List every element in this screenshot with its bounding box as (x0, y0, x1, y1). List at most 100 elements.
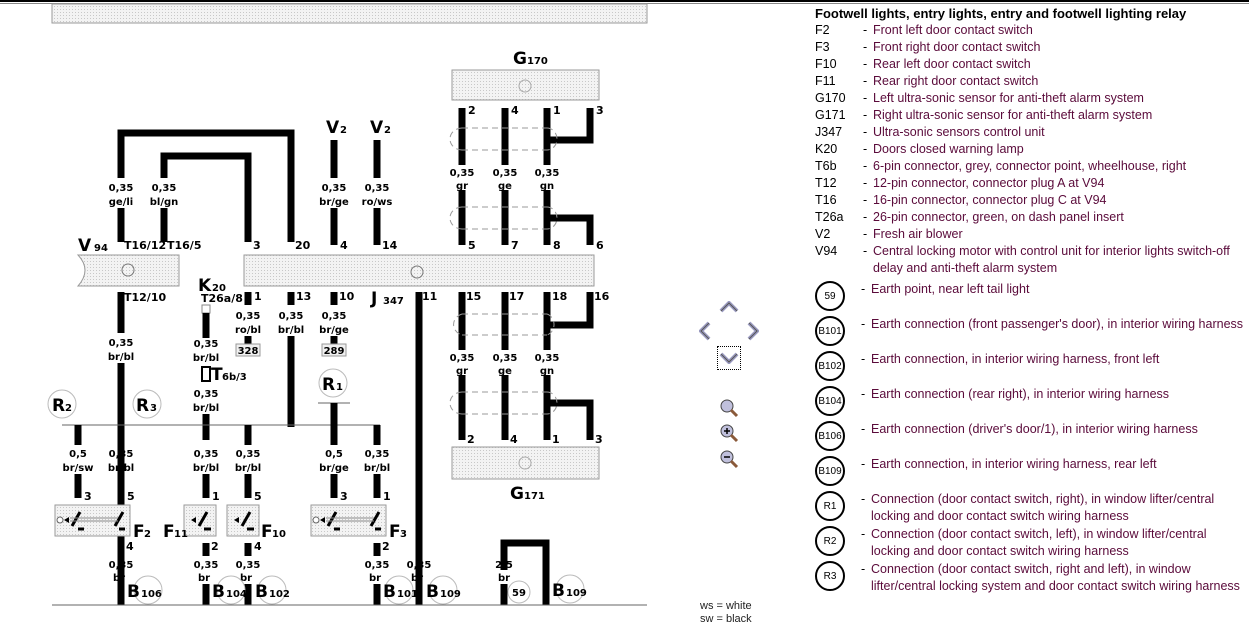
ref-289[interactable]: 289 (324, 346, 345, 357)
color-key: ws = white sw = black (700, 600, 752, 626)
legend-item-v94: V94-Central locking motor with control u… (815, 243, 1245, 277)
wire-gauge: 0,35 (236, 560, 261, 571)
wire-gauge: 0,35 (493, 353, 518, 364)
ground-mark-B101[interactable]: B 101 (383, 575, 418, 605)
component-V94[interactable]: V 94 (76, 236, 180, 287)
svg-text:F: F (163, 522, 175, 542)
label-bg (145, 178, 183, 208)
svg-text:20: 20 (212, 283, 226, 294)
legend-desc: 6-pin connector, grey, connector point, … (873, 159, 1187, 173)
wire-gauge: 0,35 (365, 449, 390, 460)
pin-label: 2 (468, 104, 476, 117)
ref-328[interactable]: 328 (238, 346, 259, 357)
legend-desc: 12-pin connector, connector plug A at V9… (873, 176, 1105, 190)
component-F2[interactable]: F 2 (54, 504, 151, 542)
legend-code: T6b (815, 159, 837, 173)
wire-gauge: 0,35 (194, 389, 219, 400)
ground-symbol-icon: B104 (815, 386, 845, 416)
svg-text:V: V (78, 236, 92, 256)
legend-ground-r3: R3-Connection (door contact switch, righ… (815, 561, 1245, 596)
svg-text:59: 59 (512, 588, 526, 599)
component-F11[interactable]: F 11 (163, 504, 217, 542)
pan-down-button[interactable] (717, 346, 741, 370)
svg-text:B: B (552, 581, 565, 601)
component-F10[interactable]: F 10 (226, 504, 286, 542)
ground-mark-59[interactable]: 59 (507, 580, 531, 604)
wire-color: ge (498, 181, 512, 192)
legend-desc: Earth connection (front passenger's door… (871, 317, 1244, 331)
wiring-diagram[interactable]: 0,35 ge/li 0,35 bl/gn V 2 V 2 0,35 br/ge… (0, 0, 680, 619)
pin-label: T16/12 (124, 239, 166, 252)
legend-item-t6b: T6b-6-pin connector, grey, connector poi… (815, 158, 1245, 175)
svg-text:2: 2 (65, 403, 72, 414)
pan-left-button[interactable] (694, 320, 716, 342)
wire-color: br/bl (108, 463, 134, 474)
window-top-border (0, 0, 1249, 2)
component-K20[interactable]: K 20 (198, 276, 226, 296)
wire-color: br (498, 573, 510, 584)
legend-ground-r2: R2-Connection (door contact switch, left… (815, 526, 1245, 561)
legend-desc: Earth connection, in interior wiring har… (871, 352, 1160, 366)
pin-label: 5 (127, 490, 135, 503)
legend-item-f11: F11-Rear right door contact switch (815, 73, 1245, 90)
legend-item-j347: J347-Ultra-sonic sensors control unit (815, 124, 1245, 141)
ground-mark-B106[interactable]: B 106 (127, 575, 163, 605)
legend-item-k20: K20-Doors closed warning lamp (815, 141, 1245, 158)
pin-label: 4 (126, 540, 134, 553)
legend-dash: - (863, 193, 868, 207)
svg-text:R: R (136, 396, 149, 416)
component-J347[interactable]: J 347 (243, 254, 595, 309)
legend-desc: Fresh air blower (873, 227, 963, 241)
svg-text:109: 109 (566, 588, 587, 599)
svg-text:B: B (212, 582, 225, 602)
wire-gauge: 0,35 (109, 449, 134, 460)
wire-color: bl/gn (150, 197, 179, 208)
color-key-item: ws = white (700, 600, 752, 612)
ground-mark-B109[interactable]: B 109 (426, 575, 461, 605)
ground-mark-B109-right[interactable]: B 109 (552, 574, 587, 604)
svg-text:B: B (127, 582, 140, 602)
legend-code: G171 (815, 108, 846, 122)
component-V2-left: V 2 (326, 118, 347, 138)
svg-text:F: F (133, 522, 145, 542)
legend-item-f2: F2-Front left door contact switch (815, 22, 1245, 39)
wire-color: br/bl (108, 352, 134, 363)
component-G170[interactable]: G 170 (451, 49, 600, 101)
zoom-in-button[interactable] (718, 422, 740, 444)
pan-right-button[interactable] (742, 320, 764, 342)
pin-label: 3 (84, 490, 92, 503)
wire-gauge: 2,5 (495, 560, 513, 571)
component-G171[interactable]: G 171 (451, 446, 600, 504)
wire-gauge: 0,35 (407, 560, 432, 571)
svg-text:170: 170 (527, 56, 548, 67)
wire-gauge: 0,5 (325, 449, 343, 460)
legend-desc: Right ultra-sonic sensor for anti-theft … (873, 108, 1153, 122)
pin-label: 5 (254, 490, 262, 503)
svg-text:G: G (513, 49, 527, 69)
ground-mark-R2[interactable]: R 2 (47, 389, 77, 419)
ground-symbol-icon: B102 (815, 351, 845, 381)
wire-color: ro/bl (235, 325, 261, 336)
legend-dash: - (863, 244, 868, 258)
zoom-out-button[interactable] (718, 448, 740, 470)
zoom-fit-button[interactable] (718, 397, 740, 419)
ground-symbol-icon: R2 (815, 526, 845, 556)
ground-mark-B104[interactable]: B 104 (212, 575, 247, 605)
ground-mark-R1[interactable]: R 1 (318, 368, 348, 398)
ground-mark-B102[interactable]: B 102 (255, 575, 290, 605)
legend-desc: Earth connection, in interior wiring har… (871, 457, 1157, 471)
svg-text:F: F (261, 522, 273, 542)
wire-color: br/ge (319, 197, 349, 208)
wire-color: br/bl (193, 353, 219, 364)
svg-text:3: 3 (400, 529, 407, 540)
svg-text:3: 3 (150, 403, 157, 414)
pan-up-button[interactable] (718, 296, 740, 318)
legend-title: Footwell lights, entry lights, entry and… (815, 6, 1187, 21)
legend-dash: - (863, 23, 868, 37)
ground-mark-R3[interactable]: R 3 (132, 389, 162, 419)
svg-text:V: V (370, 118, 384, 138)
component-F3[interactable]: F 3 (310, 504, 407, 542)
pin-label: 6 (596, 239, 604, 252)
legend-dash: - (861, 282, 866, 296)
